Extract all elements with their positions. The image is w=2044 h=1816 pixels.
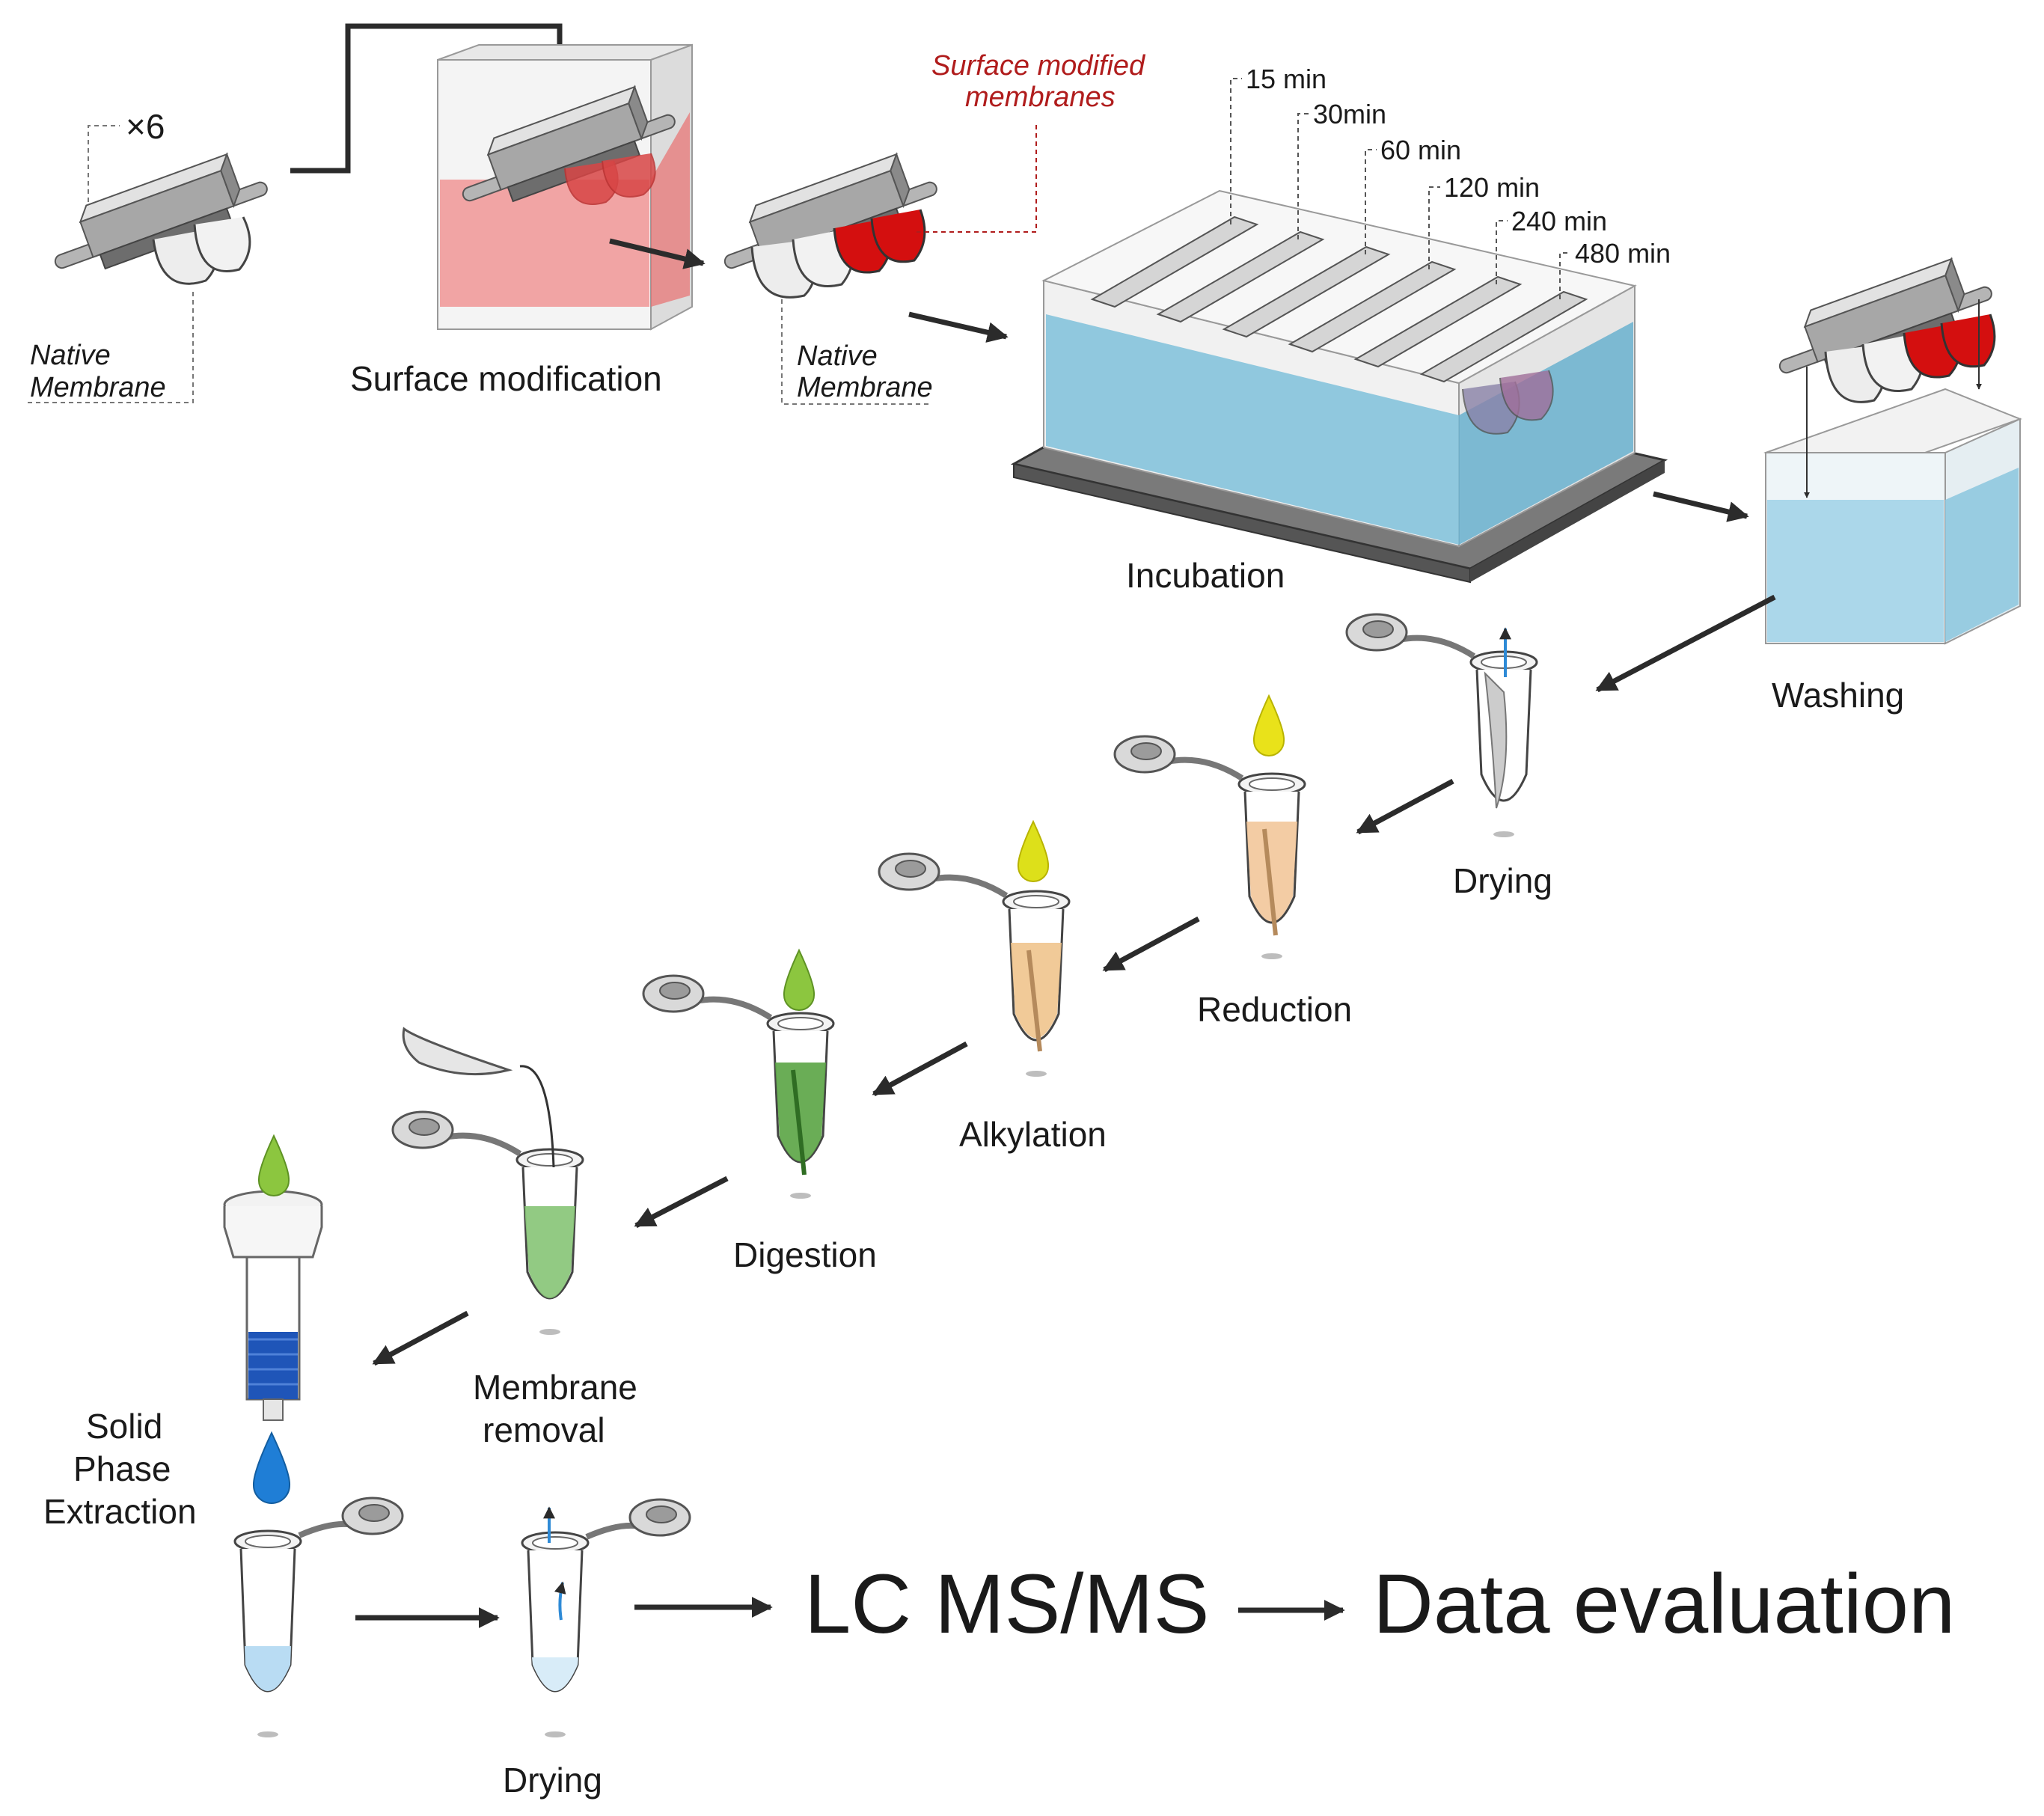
alkylation-tube [879, 854, 1069, 1077]
surface-modified-label-a: Surface modified [931, 50, 1146, 82]
time-label-30: 30min [1313, 99, 1386, 129]
drying-label-1: Drying [1453, 861, 1552, 900]
surface-modification-label: Surface modification [350, 359, 662, 398]
drying-tube-2 [521, 1498, 691, 1737]
membrane-removal-tube [393, 1027, 583, 1335]
spe-label-a: Solid [86, 1407, 162, 1446]
membrane-removal-label-b: removal [483, 1410, 605, 1449]
lc-msms-label: LC MS/MS [804, 1557, 1209, 1651]
native-membrane-label-2b: Membrane [797, 372, 933, 403]
modified-holder [722, 153, 940, 299]
incubation-label: Incubation [1126, 556, 1285, 595]
washing-label: Washing [1772, 676, 1904, 715]
reduction-drop-icon [1252, 694, 1285, 756]
spe-label-c: Extraction [43, 1492, 197, 1531]
reduction-tube [1115, 736, 1305, 959]
native-membrane-label-1b: Membrane [30, 372, 166, 403]
data-evaluation-label: Data evaluation [1373, 1557, 1955, 1651]
time-label-480: 480 min [1575, 238, 1671, 269]
native-membrane-label-2a: Native [797, 340, 878, 372]
time-label-240: 240 min [1511, 206, 1607, 236]
washing-bath [1763, 258, 2022, 645]
time-label-15: 15 min [1246, 64, 1327, 94]
spe-label-b: Phase [73, 1449, 171, 1488]
native-holder-1 [52, 153, 270, 285]
incubation-time-leaders [1230, 78, 1571, 299]
incubation-bath [1010, 189, 1668, 584]
drying-tube-1 [1347, 614, 1537, 837]
digestion-label: Digestion [733, 1235, 877, 1274]
spe-elution-drop-icon [252, 1431, 291, 1504]
incubation-holders [1090, 215, 1588, 435]
incubation-time-labels: 15 min 30min 60 min 120 min 240 min 480 … [1246, 64, 1671, 269]
alkylation-label: Alkylation [959, 1115, 1107, 1154]
digestion-drop-icon [783, 948, 816, 1011]
modification-bath [437, 43, 693, 331]
reduction-label: Reduction [1197, 990, 1352, 1029]
drying-label-2: Drying [503, 1761, 602, 1800]
alkylation-drop-icon [1017, 819, 1050, 882]
surface-modified-label-b: membranes [965, 82, 1116, 113]
eluate-tube [233, 1496, 404, 1737]
spe-load-drop-icon [257, 1134, 290, 1196]
membrane-removal-label-a: Membrane [473, 1368, 637, 1407]
time-label-60: 60 min [1380, 135, 1461, 165]
multiplier-label: ×6 [126, 107, 165, 146]
spe-cartridge [223, 1190, 323, 1421]
time-label-120: 120 min [1444, 172, 1540, 203]
native-membrane-label-1a: Native [30, 340, 111, 371]
digestion-tube [643, 976, 833, 1199]
